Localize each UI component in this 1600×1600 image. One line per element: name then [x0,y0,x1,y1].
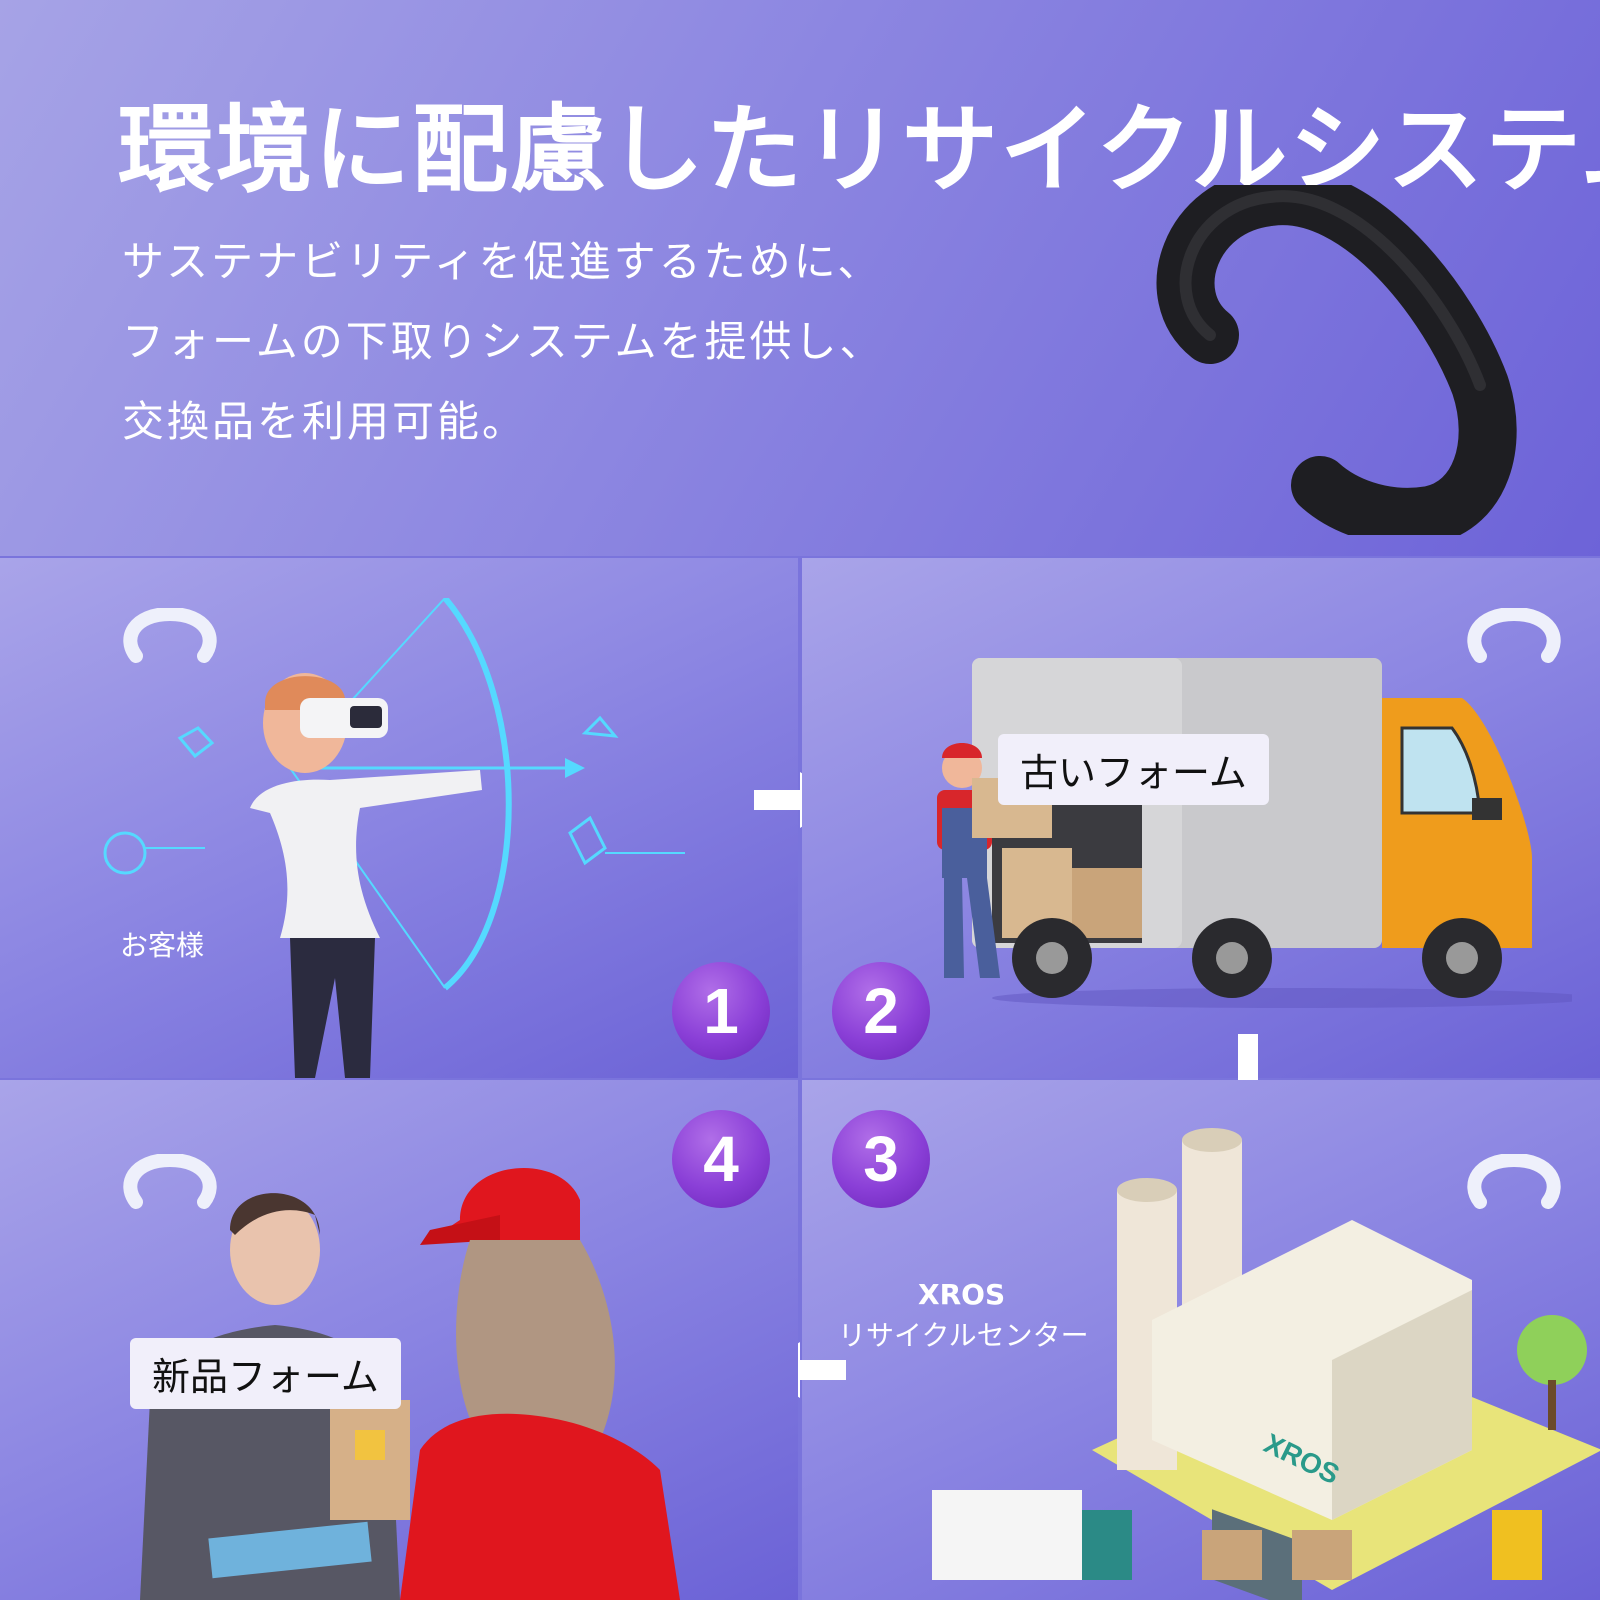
step-4-panel: 4 新品フォーム [0,1080,798,1600]
recycle-center-label: リサイクルセンター [838,1319,1089,1352]
step-number-badge: 2 [832,962,930,1060]
step-3-panel: 3 XROS リサイクルセンター XROS [802,1080,1600,1600]
factory-illustration: XROS [932,1128,1600,1600]
delivery-truck-illustration [937,658,1572,1008]
foam-ring-icon [1467,1154,1561,1209]
recycle-center-brand: XROS [918,1278,1006,1311]
description-line: サステナビリティを促進するために、 [122,237,883,286]
description-line: 交換品を利用可能。 [122,397,528,446]
foam-ring-icon [1467,608,1561,663]
foam-ring-icon [123,608,217,663]
foam-ring-icon [123,1154,217,1209]
description-line: フォームの下取りシステムを提供し、 [122,317,885,366]
step-number-badge: 1 [672,962,770,1060]
foam-cushion-image [1156,185,1517,535]
vr-archer-illustration [103,598,685,1078]
hero-description: サステナビリティを促進するために、 フォームの下取りシステムを提供し、 交換品を… [122,222,884,462]
hero-banner: 環境に配慮したリサイクルシステム サステナビリティを促進するために、 フォームの… [0,0,1600,556]
new-foam-label: 新品フォーム [130,1338,401,1409]
customer-label: お客様 [120,929,205,962]
step-number-badge: 3 [832,1110,930,1208]
step-1-panel: お客様 1 [0,558,798,1078]
step-2-panel: 古いフォーム 2 [802,558,1600,1078]
step-number-badge: 4 [672,1110,770,1208]
old-foam-label: 古いフォーム [998,734,1269,805]
